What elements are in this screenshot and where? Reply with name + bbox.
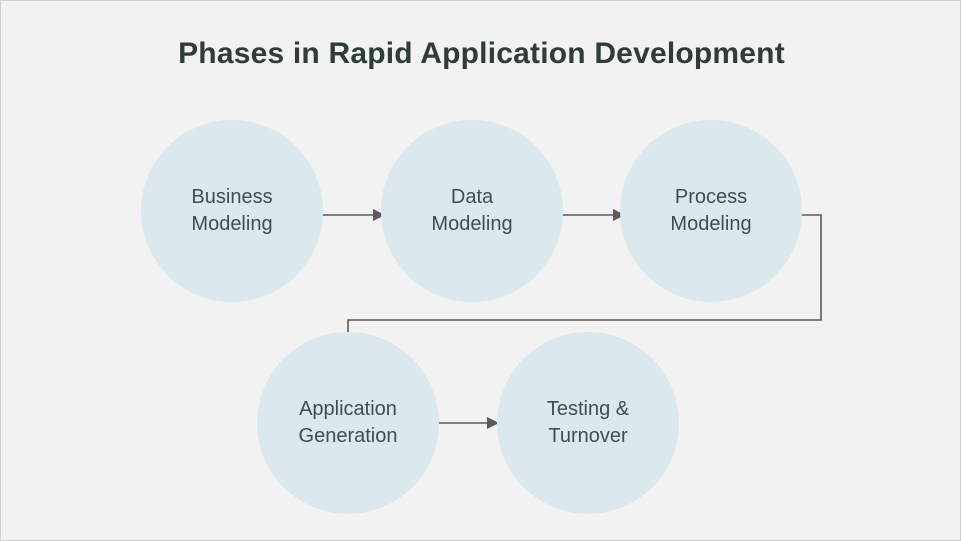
phase-application-generation: Application Generation bbox=[257, 332, 439, 514]
phase-label-line1: Testing & bbox=[546, 398, 630, 420]
phase-label-line1: Business bbox=[191, 186, 273, 208]
phase-label-line2: Turnover bbox=[548, 425, 628, 447]
phase-label-line2: Generation bbox=[298, 425, 398, 447]
diagram-title: Phases in Rapid Application Development bbox=[178, 37, 785, 70]
phase-business-modeling: Business Modeling bbox=[141, 120, 323, 302]
phase-label-line1: Process bbox=[674, 186, 748, 208]
phase-testing-turnover: Testing & Turnover bbox=[497, 332, 679, 514]
phase-label-line1: Application bbox=[299, 398, 397, 420]
phase-label-line1: Data bbox=[450, 186, 494, 208]
phase-process-modeling: Process Modeling bbox=[620, 120, 802, 302]
phase-label-line2: Modeling bbox=[670, 213, 752, 235]
phase-data-modeling: Data Modeling bbox=[381, 120, 563, 302]
phase-label-line2: Modeling bbox=[431, 213, 513, 235]
phase-label-line2: Modeling bbox=[191, 213, 273, 235]
